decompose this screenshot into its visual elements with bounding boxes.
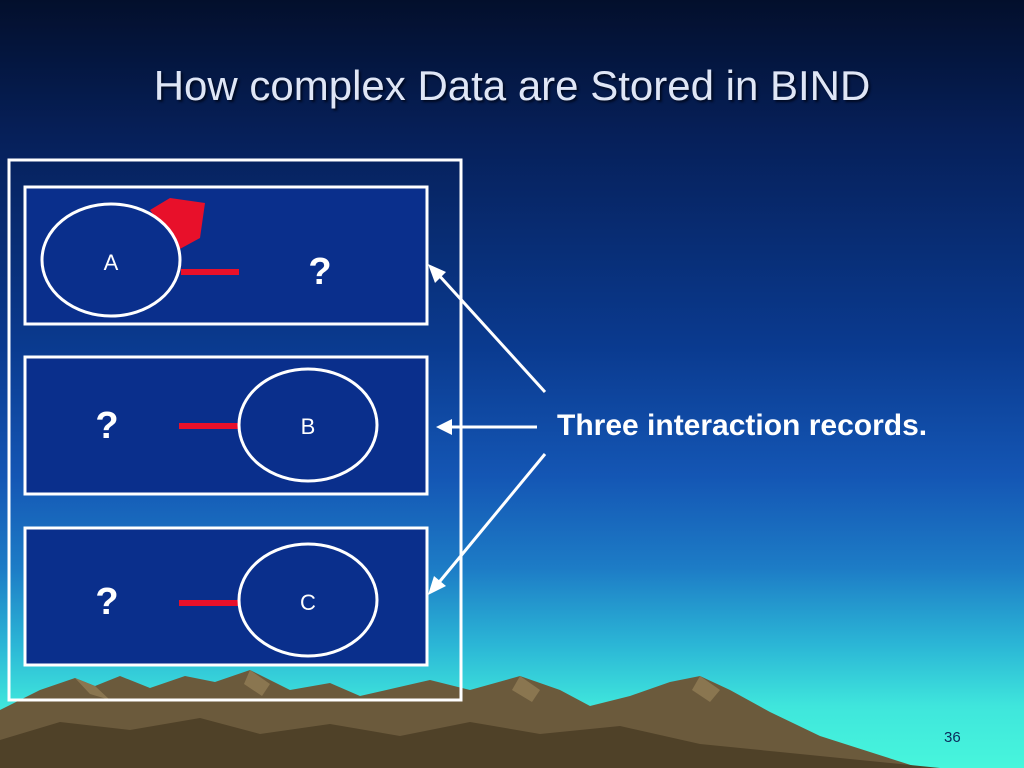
node-c	[237, 542, 379, 658]
red-flag-shape	[150, 198, 205, 250]
slide-title: How complex Data are Stored in BIND	[153, 62, 871, 109]
caption-text: Three interaction records.	[557, 409, 928, 442]
pointer-arrows	[428, 264, 547, 595]
node-b	[237, 367, 379, 483]
arrow-to-record-c	[434, 453, 547, 587]
record-c: ? C	[23, 526, 429, 667]
unknown-partner-b: ?	[95, 405, 118, 447]
record-a: A ?	[23, 185, 429, 326]
node-b-label: B	[301, 414, 316, 439]
arrowhead-b	[436, 419, 452, 435]
node-a	[40, 202, 182, 318]
page-number: 36	[944, 729, 961, 746]
unknown-partner-c: ?	[95, 581, 118, 623]
arrowhead-a	[428, 264, 446, 283]
record-b: ? B	[23, 355, 429, 496]
node-a-label: A	[104, 250, 119, 275]
arrowhead-c	[428, 576, 446, 595]
arrow-to-record-a	[434, 270, 547, 394]
unknown-partner-a: ?	[308, 251, 331, 293]
records-container	[7, 158, 463, 702]
node-c-label: C	[300, 590, 316, 615]
